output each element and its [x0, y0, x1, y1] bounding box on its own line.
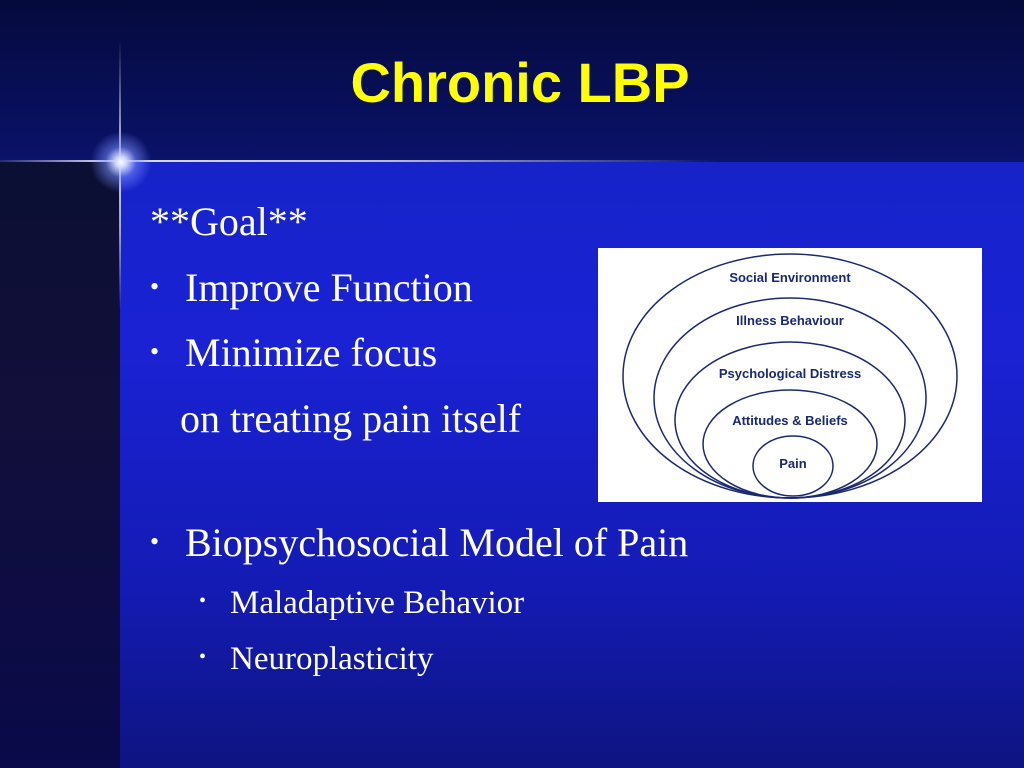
goal-heading: **Goal**	[150, 199, 308, 244]
label-attitudes-beliefs: Attitudes & Beliefs	[732, 413, 848, 428]
ellipse-pain	[752, 435, 834, 497]
ellipse-attitudes-beliefs	[702, 389, 878, 499]
bullet-minimize-focus: Minimize focus	[185, 330, 438, 375]
label-psychological-distress: Psychological Distress	[719, 366, 861, 381]
slide-title: Chronic LBP	[350, 51, 690, 114]
bullet-biopsychosocial: Biopsychosocial Model of Pain	[185, 520, 689, 565]
sub-bullet-maladaptive: Maladaptive Behavior	[230, 585, 525, 621]
horizontal-rule	[0, 160, 720, 162]
label-pain: Pain	[779, 456, 807, 471]
left-band	[0, 162, 120, 768]
light-flare	[90, 131, 152, 193]
biopsychosocial-diagram: Social Environment Illness Behaviour Psy…	[598, 248, 982, 502]
label-social-environment: Social Environment	[729, 270, 851, 285]
nested-ellipses: Social Environment Illness Behaviour Psy…	[622, 253, 958, 499]
label-illness-behaviour: Illness Behaviour	[736, 313, 844, 328]
bullet-icon: •	[150, 337, 160, 366]
bullet-continuation: on treating pain itself	[180, 396, 522, 441]
bullet-icon: •	[150, 527, 160, 556]
sub-bullet-icon: •	[199, 646, 207, 668]
bullet-improve-function: Improve Function	[185, 265, 473, 310]
header-band	[0, 0, 1024, 162]
sub-bullet-icon: •	[199, 590, 207, 612]
sub-bullet-neuroplasticity: Neuroplasticity	[230, 641, 434, 677]
bullet-icon: •	[150, 272, 160, 301]
